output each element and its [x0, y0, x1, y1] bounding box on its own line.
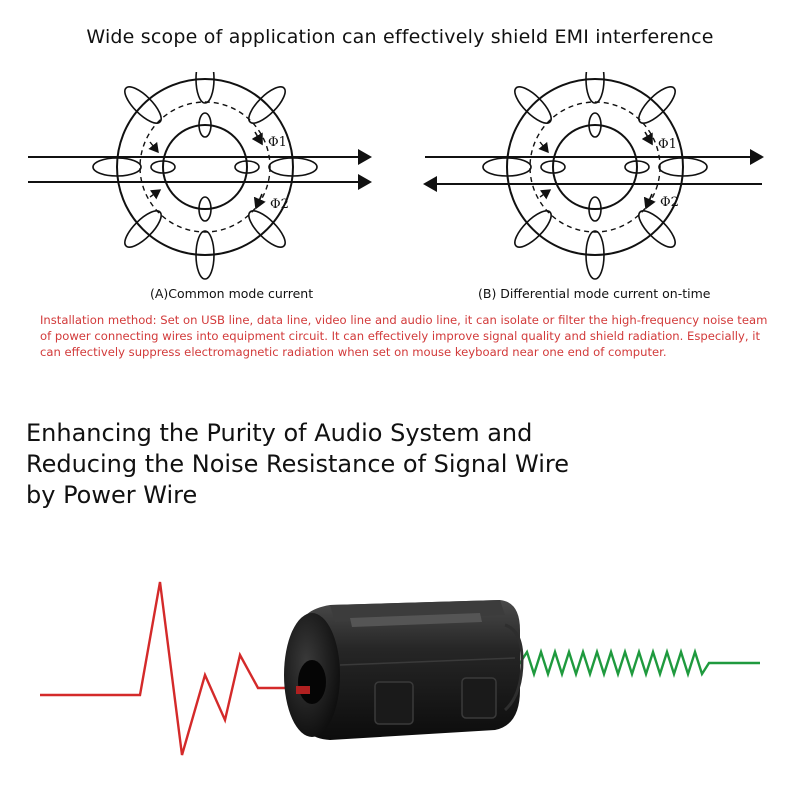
phi2-label-b: Φ2: [660, 195, 679, 210]
heading-line-2: Reducing the Noise Resistance of Signal …: [26, 450, 570, 478]
phi1-label-a: Φ1: [268, 135, 287, 150]
emi-diagrams: Φ1 Φ2 Φ1 Φ2: [28, 72, 764, 280]
caption-differential-mode: (B) Differential mode current on-time: [478, 286, 711, 301]
common-mode-diagram: [28, 72, 372, 280]
ferrite-filter-illustration: [40, 581, 760, 756]
caption-common-mode: (A)Common mode current: [150, 286, 314, 301]
phi2-label-a: Φ2: [270, 197, 289, 212]
differential-mode-diagram: [423, 72, 764, 280]
heading-line-1: Enhancing the Purity of Audio System and: [26, 419, 533, 447]
ferrite-core: [284, 600, 524, 740]
section-heading: Enhancing the Purity of Audio System and…: [26, 418, 746, 511]
noisy-signal-line: [40, 581, 300, 756]
phi1-label-b: Φ1: [658, 137, 677, 152]
installation-method-text: Installation method: Set on USB line, da…: [40, 313, 768, 359]
clean-signal-line: [505, 648, 760, 678]
page-title: Wide scope of application can effectivel…: [86, 26, 714, 48]
heading-line-3: by Power Wire: [26, 481, 198, 509]
